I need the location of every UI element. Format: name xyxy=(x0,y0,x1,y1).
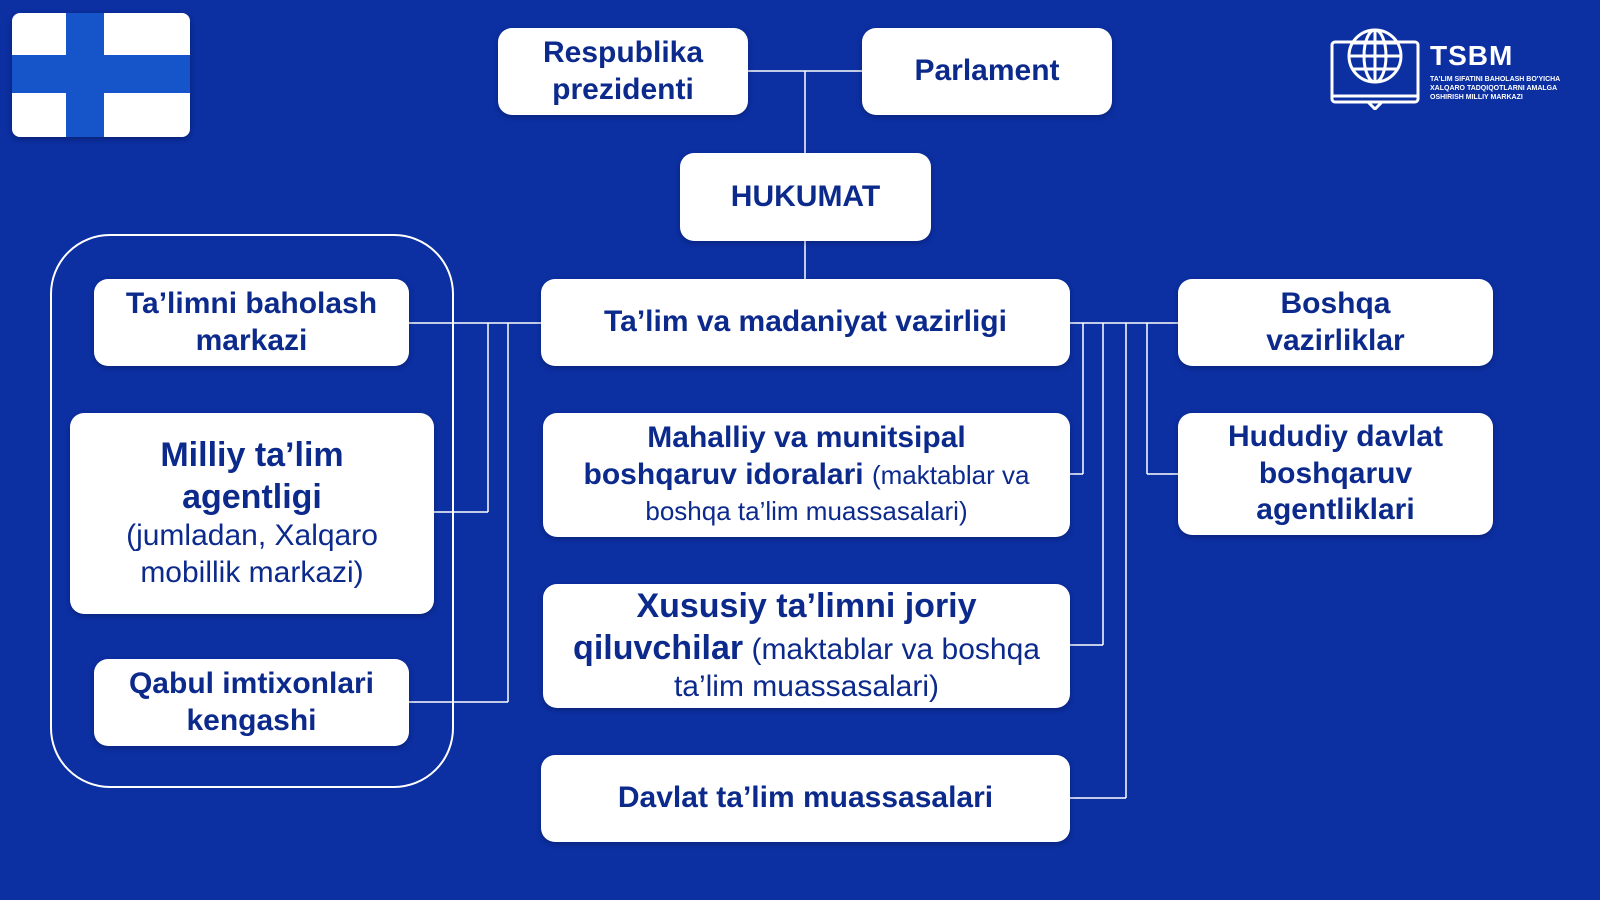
logo-subtitle: TA'LIM SIFATINI BAHOLASH BO'YICHA XALQAR… xyxy=(1430,76,1560,101)
node-admission-board-label: Qabul imtixonlari kengashi xyxy=(128,666,375,737)
node-national-agency-note: (jumladan, Xalqaro mobillik markazi) xyxy=(126,519,378,589)
node-parliament: Parlament xyxy=(862,28,1112,115)
node-local-bodies-title: Mahalliy va munitsipal boshqaruv idorala… xyxy=(583,421,966,491)
node-local-bodies-note: (maktablar va boshqa ta’lim muassasalari… xyxy=(645,459,1030,527)
node-regional-agencies-label: Hududiy davlat boshqaruv agentliklari xyxy=(1227,420,1444,527)
node-national-agency-title: Milliy ta’lim agentligi xyxy=(160,436,344,516)
tsbm-logo: TSBM TA'LIM SIFATINI BAHOLASH BO'YICHA X… xyxy=(1328,26,1578,112)
finland-flag-icon xyxy=(12,13,190,137)
flag-cross-vertical xyxy=(66,13,104,137)
node-assessment-center: Ta’limni baholash markazi xyxy=(94,279,409,366)
node-government-label: HUKUMAT xyxy=(730,179,881,213)
node-local-bodies: Mahalliy va munitsipal boshqaruv idorala… xyxy=(543,413,1070,537)
node-state-institutions: Davlat ta’lim muassasalari xyxy=(541,755,1070,842)
node-private-providers-title: Xususiy ta’limni joriy qiluvchilar xyxy=(573,587,977,667)
node-president-label: Respublika prezidenti xyxy=(542,35,704,106)
node-assessment-center-label: Ta’limni baholash markazi xyxy=(125,286,378,357)
node-regional-agencies: Hududiy davlat boshqaruv agentliklari xyxy=(1178,413,1493,535)
node-private-providers: Xususiy ta’limni joriy qiluvchilar (makt… xyxy=(543,584,1070,708)
node-other-ministries: Boshqa vazirliklar xyxy=(1178,279,1493,366)
left-group-frame xyxy=(50,234,454,788)
node-ministry-label: Ta’lim va madaniyat vazirligi xyxy=(604,305,1007,339)
node-private-providers-note: (maktablar va boshqa ta’lim muassasalari… xyxy=(673,632,1040,704)
node-parliament-label: Parlament xyxy=(914,54,1060,88)
globe-book-icon xyxy=(1330,28,1420,110)
node-national-agency: Milliy ta’lim agentligi (jumladan, Xalqa… xyxy=(70,413,434,614)
node-state-institutions-label: Davlat ta’lim muassasalari xyxy=(617,781,994,815)
node-government: HUKUMAT xyxy=(680,153,931,241)
logo-name: TSBM xyxy=(1430,40,1514,71)
node-other-ministries-label: Boshqa vazirliklar xyxy=(1266,286,1405,357)
node-president: Respublika prezidenti xyxy=(498,28,748,115)
node-admission-board: Qabul imtixonlari kengashi xyxy=(94,659,409,746)
node-ministry: Ta’lim va madaniyat vazirligi xyxy=(541,279,1070,366)
